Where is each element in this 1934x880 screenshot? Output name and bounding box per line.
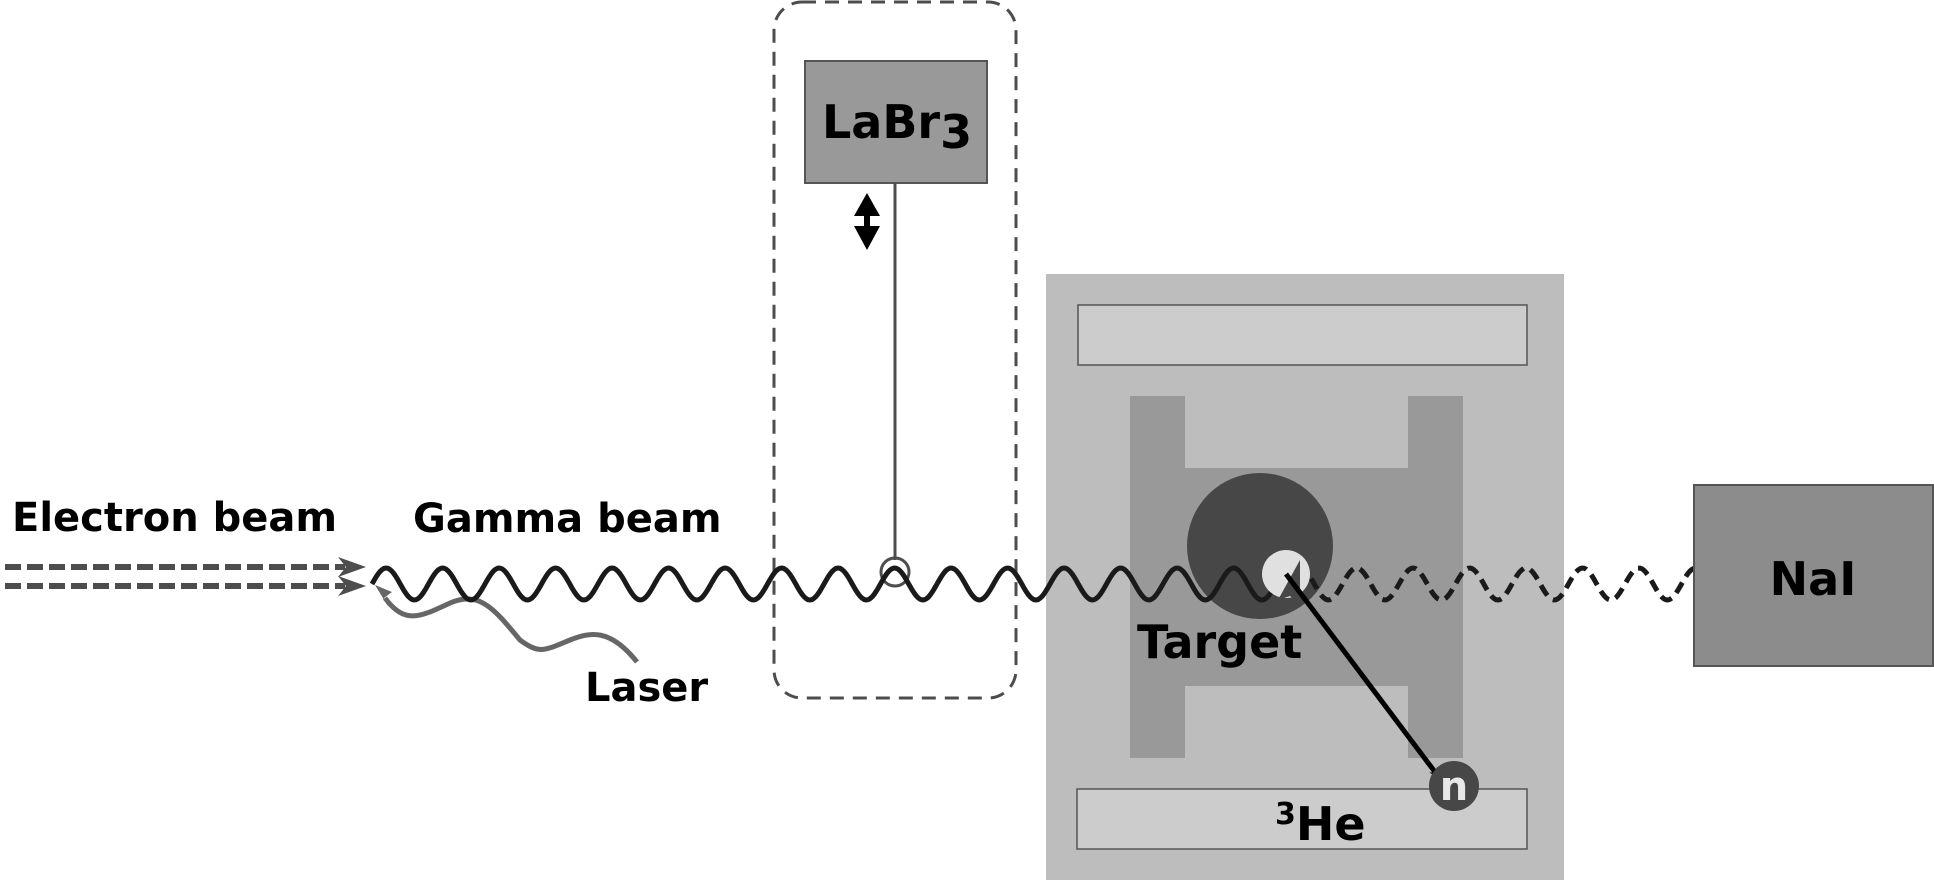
neutron-trajectory (1284, 572, 1440, 778)
he3-tube-top (1077, 304, 1528, 366)
neutron-label: n (1440, 764, 1468, 810)
gamma-beam-label: Gamma beam (413, 496, 722, 542)
double-arrow-vertical-icon (854, 193, 880, 250)
labr3-pivot-ring (879, 556, 911, 588)
he3-superscript: 3 (1275, 797, 1296, 832)
target-label: Target (1137, 615, 1302, 669)
electron-beam-label: Electron beam (12, 495, 337, 541)
labr3-subscript: 3 (940, 105, 972, 159)
labr3-label: LaBr (822, 95, 940, 149)
labr3-detector (804, 60, 988, 184)
laser-label: Laser (585, 665, 708, 711)
he3-label: He (1296, 797, 1366, 851)
svg-text:3He: 3He (1275, 797, 1366, 851)
nai-label: NaI (1770, 552, 1857, 606)
labr3-enclosure (772, 0, 1018, 700)
svg-text:LaBr3: LaBr3 (822, 95, 972, 159)
gamma-beam-transmitted (1283, 565, 1743, 603)
laser-beam (382, 596, 639, 664)
nai-detector (1693, 484, 1934, 667)
electron-beam (5, 557, 366, 596)
gamma-beam (369, 565, 1288, 603)
neutron-marker (1429, 761, 1479, 811)
laser-arrowhead (375, 585, 392, 608)
